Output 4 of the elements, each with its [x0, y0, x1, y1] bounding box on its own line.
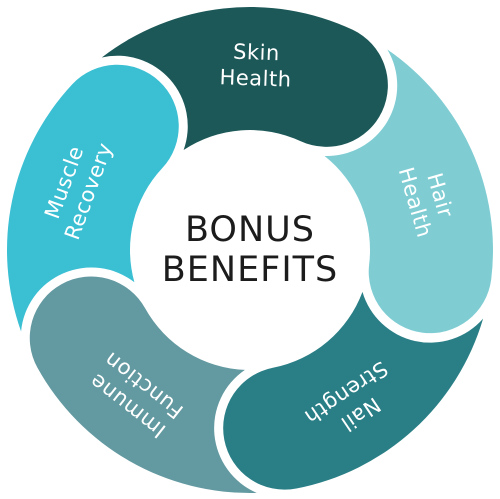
segment-label: Hair Health — [393, 164, 460, 241]
ring-segment — [223, 291, 484, 490]
segment-label: Skin Health — [220, 38, 294, 92]
center-title: BONUS BENEFITS — [162, 210, 338, 290]
